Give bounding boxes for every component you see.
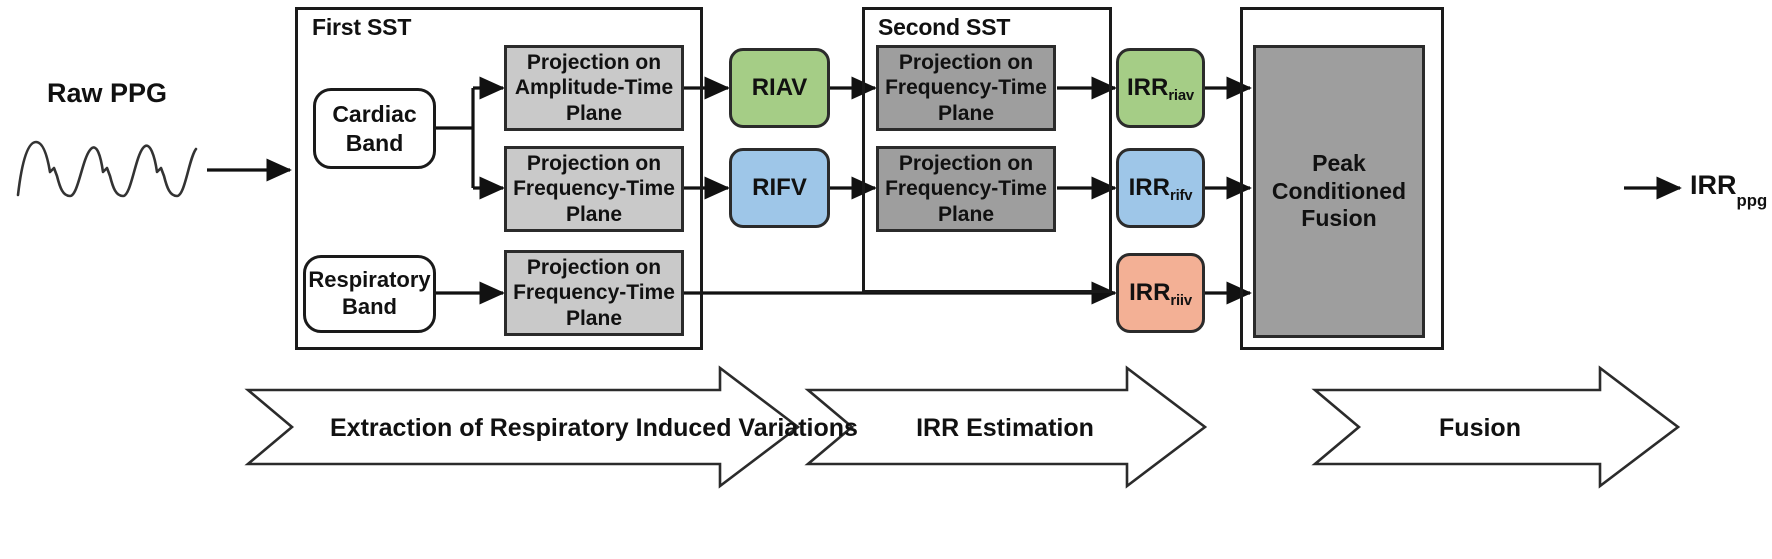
fusion-line2: Conditioned (1271, 177, 1407, 204)
signal-irr-riav-subscript: riav (1168, 88, 1194, 104)
signal-riav: RIAV (729, 48, 830, 128)
signal-irr-riiv-label: IRR (1129, 279, 1171, 306)
process-projection-frequency-time-rifv: Projection on Frequency-Time Plane (876, 146, 1056, 232)
proc2-line2: Frequency-Time (513, 281, 675, 305)
proc1-line3: Plane (565, 202, 622, 226)
fusion-line3: Fusion (1301, 205, 1377, 232)
signal-irr-rifv-subscript: rifv (1169, 188, 1193, 204)
output-label-subscript: ppg (1736, 191, 1768, 211)
signal-irr-riav: IRRriav (1116, 48, 1205, 128)
input-label: Raw PPG (47, 78, 168, 108)
proc3-line2: Frequency-Time (885, 76, 1047, 100)
proc2-line3: Plane (565, 306, 622, 330)
group-first-sst (295, 7, 703, 350)
proc0-line3: Plane (565, 101, 622, 125)
signal-irr-riiv: IRRriiv (1116, 253, 1205, 333)
band-respiratory: Respiratory Band (303, 255, 436, 333)
group-first-sst-title: First SST (312, 14, 412, 40)
group-second-sst-title: Second SST (878, 14, 1011, 40)
output-label: IRRppg (1690, 170, 1767, 210)
stage-label-irr-estimation: IRR Estimation (916, 414, 1094, 442)
band-respiratory-line1: Respiratory (308, 267, 431, 293)
group-fusion (1240, 7, 1444, 350)
signal-rifv: RIFV (729, 148, 830, 228)
ppg-waveform-icon (16, 140, 198, 198)
stage-label-fusion: Fusion (1439, 414, 1521, 442)
fusion-line1: Peak (1312, 150, 1366, 177)
process-peak-conditioned-fusion: Peak Conditioned Fusion (1253, 45, 1425, 338)
signal-irr-riav-label: IRR (1126, 74, 1169, 101)
proc2-line1: Projection on (526, 256, 662, 280)
signal-riav-label: RIAV (751, 74, 808, 101)
band-cardiac-line1: Cardiac (332, 101, 417, 128)
proc0-line1: Projection on (526, 51, 662, 75)
proc3-line3: Plane (937, 101, 994, 125)
proc0-line2: Amplitude-Time (514, 76, 674, 100)
signal-irr-riiv-subscript: riiv (1170, 293, 1192, 309)
proc4-line2: Frequency-Time (885, 177, 1047, 201)
proc4-line1: Projection on (898, 152, 1034, 176)
proc3-line1: Projection on (898, 51, 1034, 75)
signal-irr-rifv: IRRrifv (1116, 148, 1205, 228)
proc1-line2: Frequency-Time (513, 177, 675, 201)
output-label-text: IRR (1690, 170, 1737, 200)
process-projection-frequency-time-riav: Projection on Frequency-Time Plane (876, 45, 1056, 131)
stage-label-extraction: Extraction of Respiratory Induced Variat… (330, 414, 858, 442)
band-cardiac: Cardiac Band (313, 88, 436, 169)
process-projection-frequency-time-cardiac: Projection on Frequency-Time Plane (504, 146, 684, 232)
proc1-line1: Projection on (526, 152, 662, 176)
signal-rifv-label: RIFV (752, 174, 807, 201)
proc4-line3: Plane (937, 202, 994, 226)
band-cardiac-line2: Band (345, 129, 404, 156)
signal-irr-rifv-label: IRR (1128, 174, 1170, 201)
group-second-sst (862, 7, 1112, 293)
band-respiratory-line2: Band (342, 294, 397, 319)
process-projection-amplitude-time: Projection on Amplitude-Time Plane (504, 45, 684, 131)
process-projection-frequency-time-respiratory: Projection on Frequency-Time Plane (504, 250, 684, 336)
